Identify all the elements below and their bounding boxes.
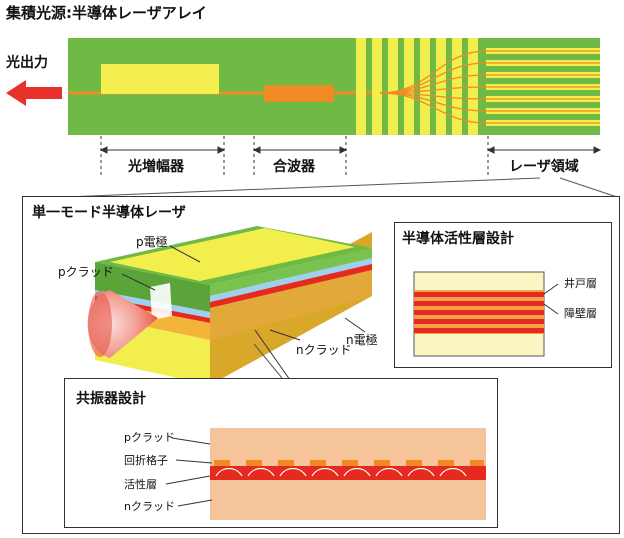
well-label: 井戸層 — [564, 277, 597, 290]
amplifier-pad — [101, 64, 219, 94]
combiner-block — [264, 85, 334, 102]
section-markers — [100, 136, 489, 176]
fanout-waveguides — [379, 50, 600, 124]
page-title: 集積光源:半導体レーザアレイ — [6, 4, 207, 22]
active-layer-title: 半導体活性層設計 — [402, 231, 514, 247]
p-electrode-label: p電極 — [136, 235, 168, 249]
resonator-title: 共振器設計 — [76, 391, 146, 407]
laser-region-label: レーザ領域 — [509, 159, 579, 175]
single-mode-title: 単一モード半導体レーザ — [32, 205, 186, 221]
resonator-n-clad-label: nクラッド — [124, 500, 175, 513]
resonator-p-clad-label: pクラッド — [124, 431, 175, 444]
combiner-label: 合波器 — [273, 159, 315, 175]
light-output-label: 光出力 — [6, 55, 48, 71]
section-arrows — [99, 146, 602, 154]
amplifier-label: 光増幅器 — [128, 159, 184, 175]
output-arrow — [6, 80, 62, 106]
p-clad-label: pクラッド — [58, 265, 114, 279]
n-clad-label: nクラッド — [296, 343, 352, 357]
chip-diagram — [6, 38, 621, 199]
grating-label: 回折格子 — [124, 454, 168, 467]
active-label: 活性層 — [124, 478, 157, 491]
zoom-lines — [39, 177, 621, 199]
n-electrode-label: n電極 — [346, 333, 378, 347]
barrier-label: 障壁層 — [564, 307, 597, 320]
